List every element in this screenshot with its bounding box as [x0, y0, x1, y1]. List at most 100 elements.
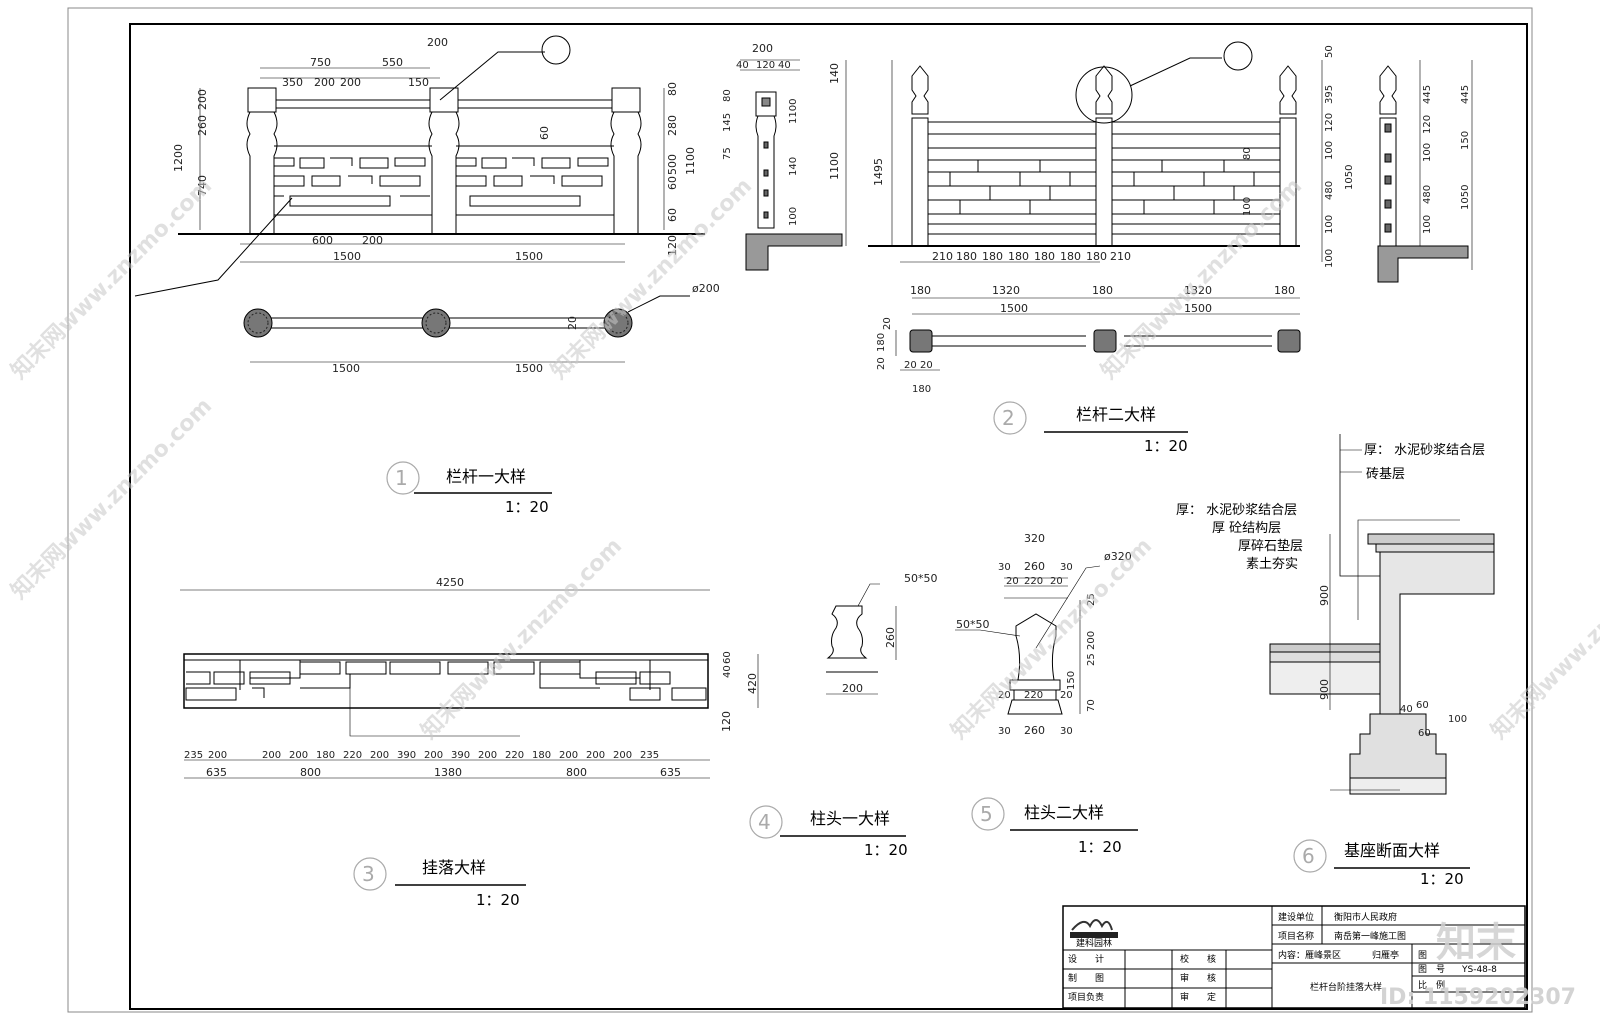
d3-dim-bottom: 180: [532, 750, 551, 761]
svg-text:70: 70: [1086, 699, 1097, 712]
d6-dim: 60: [1418, 728, 1431, 739]
svg-text:100: 100: [1324, 249, 1335, 268]
d1-number: 1: [395, 466, 408, 490]
d1-dim-left: 200: [196, 89, 209, 110]
svg-text:480: 480: [1324, 181, 1335, 200]
inner-frame: [129, 23, 1528, 1010]
d1-plan-label: ø200: [692, 282, 720, 295]
d1-scale: 1：20: [505, 498, 549, 516]
d1-dim-right: 60: [666, 208, 679, 222]
d2-dim-left: 1495: [872, 158, 885, 186]
svg-text:445: 445: [1422, 85, 1433, 104]
svg-text:100: 100: [1324, 141, 1335, 160]
detail-2-elevation: [868, 41, 1323, 263]
detail-1-elevation: [134, 35, 705, 297]
svg-text:80: 80: [1242, 147, 1253, 160]
title-block: [1062, 905, 1526, 1009]
svg-text:100: 100: [1422, 143, 1433, 162]
svg-text:1050: 1050: [1460, 185, 1471, 210]
svg-text:210: 210: [1110, 250, 1131, 263]
svg-text:180: 180: [1008, 250, 1029, 263]
tb-label: 内容：雁峰景区: [1278, 949, 1341, 961]
svg-text:知末网www.znzmo.com: 知末网www.znzmo.com: [1096, 173, 1307, 384]
d1-dim-right: 280: [666, 115, 679, 136]
svg-text:知末网www.znzmo.com: 知末网www.znzmo.com: [6, 173, 217, 384]
detail-2-dims-bottom: 210 180 180 180 180 180 180 210: [932, 250, 1131, 263]
d1-dim-top: 200: [340, 76, 361, 89]
svg-text:480: 480: [1422, 185, 1433, 204]
d1s-dim: 140: [828, 63, 841, 84]
d3-dim-bottom: 200: [208, 750, 227, 761]
detail-3-dims: 4250 40 60 420 120: [436, 576, 759, 732]
svg-text:210: 210: [932, 250, 953, 263]
d1-dim-bottom: 600: [312, 234, 333, 247]
d1-dim-top: 150: [408, 76, 429, 89]
svg-text:180: 180: [982, 250, 1003, 263]
tb-sign: 制 图: [1068, 972, 1104, 984]
svg-text:1320: 1320: [992, 284, 1020, 297]
detail-3-drawing: [180, 589, 759, 779]
svg-text:20: 20: [904, 360, 917, 371]
detail-2-label: 2 栏杆二大样 1：20: [993, 401, 1188, 455]
d6-dim: 900: [1318, 585, 1331, 606]
svg-text:180: 180: [1274, 284, 1295, 297]
svg-text:320: 320: [1024, 532, 1045, 545]
d6-note: 砖基层: [1366, 467, 1405, 482]
svg-text:知末网www.znzmo.com: 知末网www.znzmo.com: [6, 393, 217, 604]
detail-2-plan: [895, 297, 1301, 371]
svg-text:120: 120: [720, 711, 733, 732]
d2-title: 栏杆二大样: [1076, 405, 1156, 424]
detail-1-plan: [243, 295, 690, 363]
d1s-dim: 80: [722, 89, 733, 102]
d1s-dim: 100: [788, 207, 799, 226]
svg-text:30: 30: [998, 726, 1011, 737]
svg-text:180: 180: [1034, 250, 1055, 263]
svg-text:420: 420: [746, 673, 759, 694]
logo-text: 建科园林: [1076, 937, 1112, 949]
detail-1-dimensions: 750 550 200 350 200 200 150 1200 740 260…: [172, 36, 697, 263]
d1-dim-right: 120: [666, 235, 679, 256]
svg-text:220: 220: [1024, 690, 1043, 701]
svg-text:知末网www.znzmo.com: 知末网www.znzmo.com: [946, 533, 1157, 744]
d1-dim-top: 350: [282, 76, 303, 89]
svg-text:120: 120: [1422, 115, 1433, 134]
d1s-dim: 145: [722, 113, 733, 132]
d1-dim-right: 500: [666, 154, 679, 175]
tb-sign: 审 核: [1180, 972, 1216, 984]
svg-text:120: 120: [1324, 113, 1335, 132]
d6-number: 6: [1302, 844, 1315, 868]
d4-title: 柱头一大样: [810, 809, 890, 828]
svg-text:1500: 1500: [1184, 302, 1212, 315]
svg-text:150: 150: [1066, 671, 1077, 690]
svg-text:100: 100: [1422, 215, 1433, 234]
d5-number: 5: [980, 802, 993, 826]
detail-3-label: 3 挂落大样 1：20: [353, 857, 526, 909]
svg-text:100: 100: [1324, 215, 1335, 234]
svg-text:20: 20: [1006, 576, 1019, 587]
svg-text:445: 445: [1460, 85, 1471, 104]
d1-dim-left: 1200: [172, 144, 185, 172]
d6-note: 厚： 水泥砂浆结合层: [1176, 503, 1297, 518]
svg-text:260: 260: [1024, 560, 1045, 573]
detail-6-drawing: [1269, 434, 1495, 795]
d1-plan-dim: 1500: [332, 362, 360, 375]
svg-text:20: 20: [920, 360, 933, 371]
d6-note: 厚： 水泥砂浆结合层: [1364, 443, 1485, 458]
d3-dim-bottom: 220: [343, 750, 362, 761]
svg-text:ø320: ø320: [1104, 550, 1132, 563]
tb-field: 比 例: [1418, 979, 1445, 991]
d3-title: 挂落大样: [422, 858, 486, 877]
d4-scale: 1：20: [864, 841, 908, 859]
d1-dim-right: 80: [666, 82, 679, 96]
tb-label: 项目名称: [1278, 930, 1314, 942]
svg-text:20: 20: [1060, 690, 1073, 701]
svg-text:50*50: 50*50: [956, 618, 990, 631]
d1-dim-right: 60: [666, 176, 679, 190]
d1-plan-dim: 1500: [515, 362, 543, 375]
d3-dim-bottom: 235: [640, 750, 659, 761]
d1-dim-left: 740: [196, 175, 209, 196]
d1s-dim: 140: [788, 157, 799, 176]
detail-6-label: 6 基座断面大样 1：20: [1293, 839, 1470, 888]
